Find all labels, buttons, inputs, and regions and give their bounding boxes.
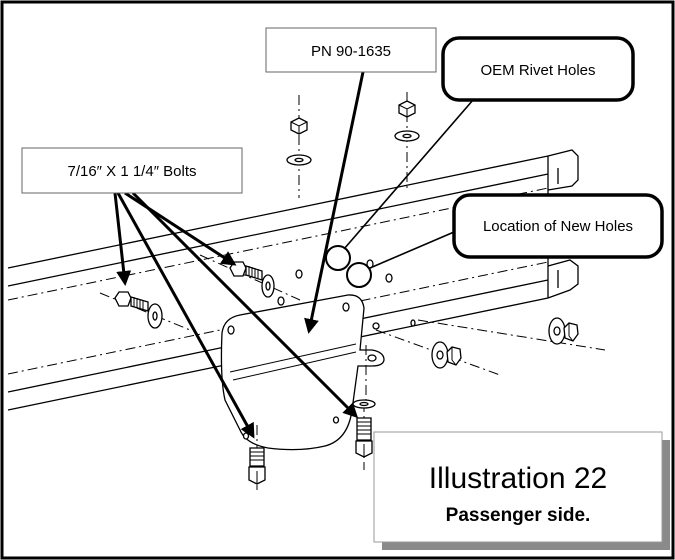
- bottom-bolt-right: [352, 399, 376, 470]
- caption-subtitle: Passenger side.: [446, 505, 591, 526]
- oem-rivet-holes-label: OEM Rivet Holes: [441, 36, 635, 102]
- rail-holes: [277, 259, 416, 330]
- bolts-text: 7/16″ X 1 1/4″ Bolts: [67, 163, 196, 180]
- new-holes-text: Location of New Holes: [483, 218, 633, 235]
- part-number-label: PN 90-1635: [265, 27, 437, 73]
- oem-rivet-holes-text: OEM Rivet Holes: [480, 62, 595, 79]
- bottom-bolt-left: [248, 425, 266, 490]
- caption-box: Illustration 22 Passenger side.: [373, 431, 670, 550]
- oem-rivet-hole-marker: [325, 245, 351, 271]
- bolts-label: 7/16″ X 1 1/4″ Bolts: [21, 147, 243, 194]
- new-holes-label: Location of New Holes: [452, 193, 664, 259]
- left-bolt-lower: [99, 291, 191, 331]
- new-hole-marker: [346, 262, 372, 288]
- leader-lines: [113, 71, 474, 439]
- caption-title: Illustration 22: [429, 462, 607, 495]
- right-hardware: [375, 317, 606, 376]
- part-number-text: PN 90-1635: [311, 43, 391, 60]
- top-hardware: [286, 92, 420, 198]
